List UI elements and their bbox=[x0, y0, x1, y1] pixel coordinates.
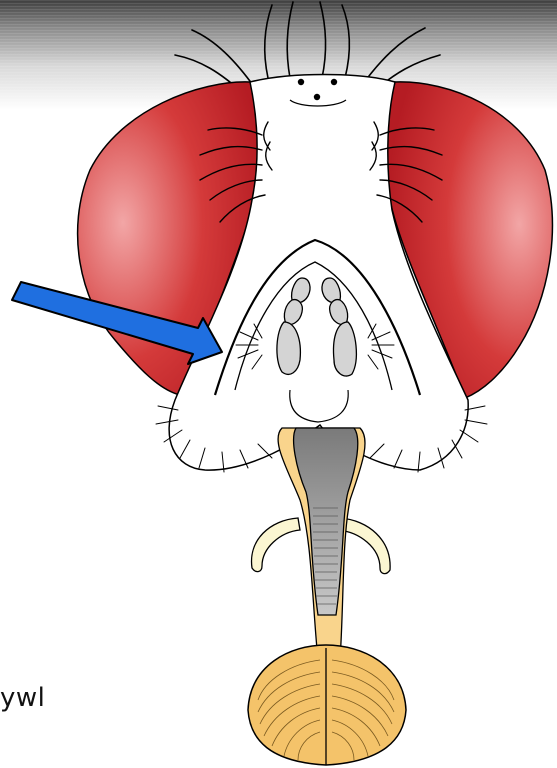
maxillary-palp-left bbox=[252, 518, 300, 572]
labellum bbox=[248, 645, 406, 765]
caption-text: ywl bbox=[0, 683, 45, 713]
